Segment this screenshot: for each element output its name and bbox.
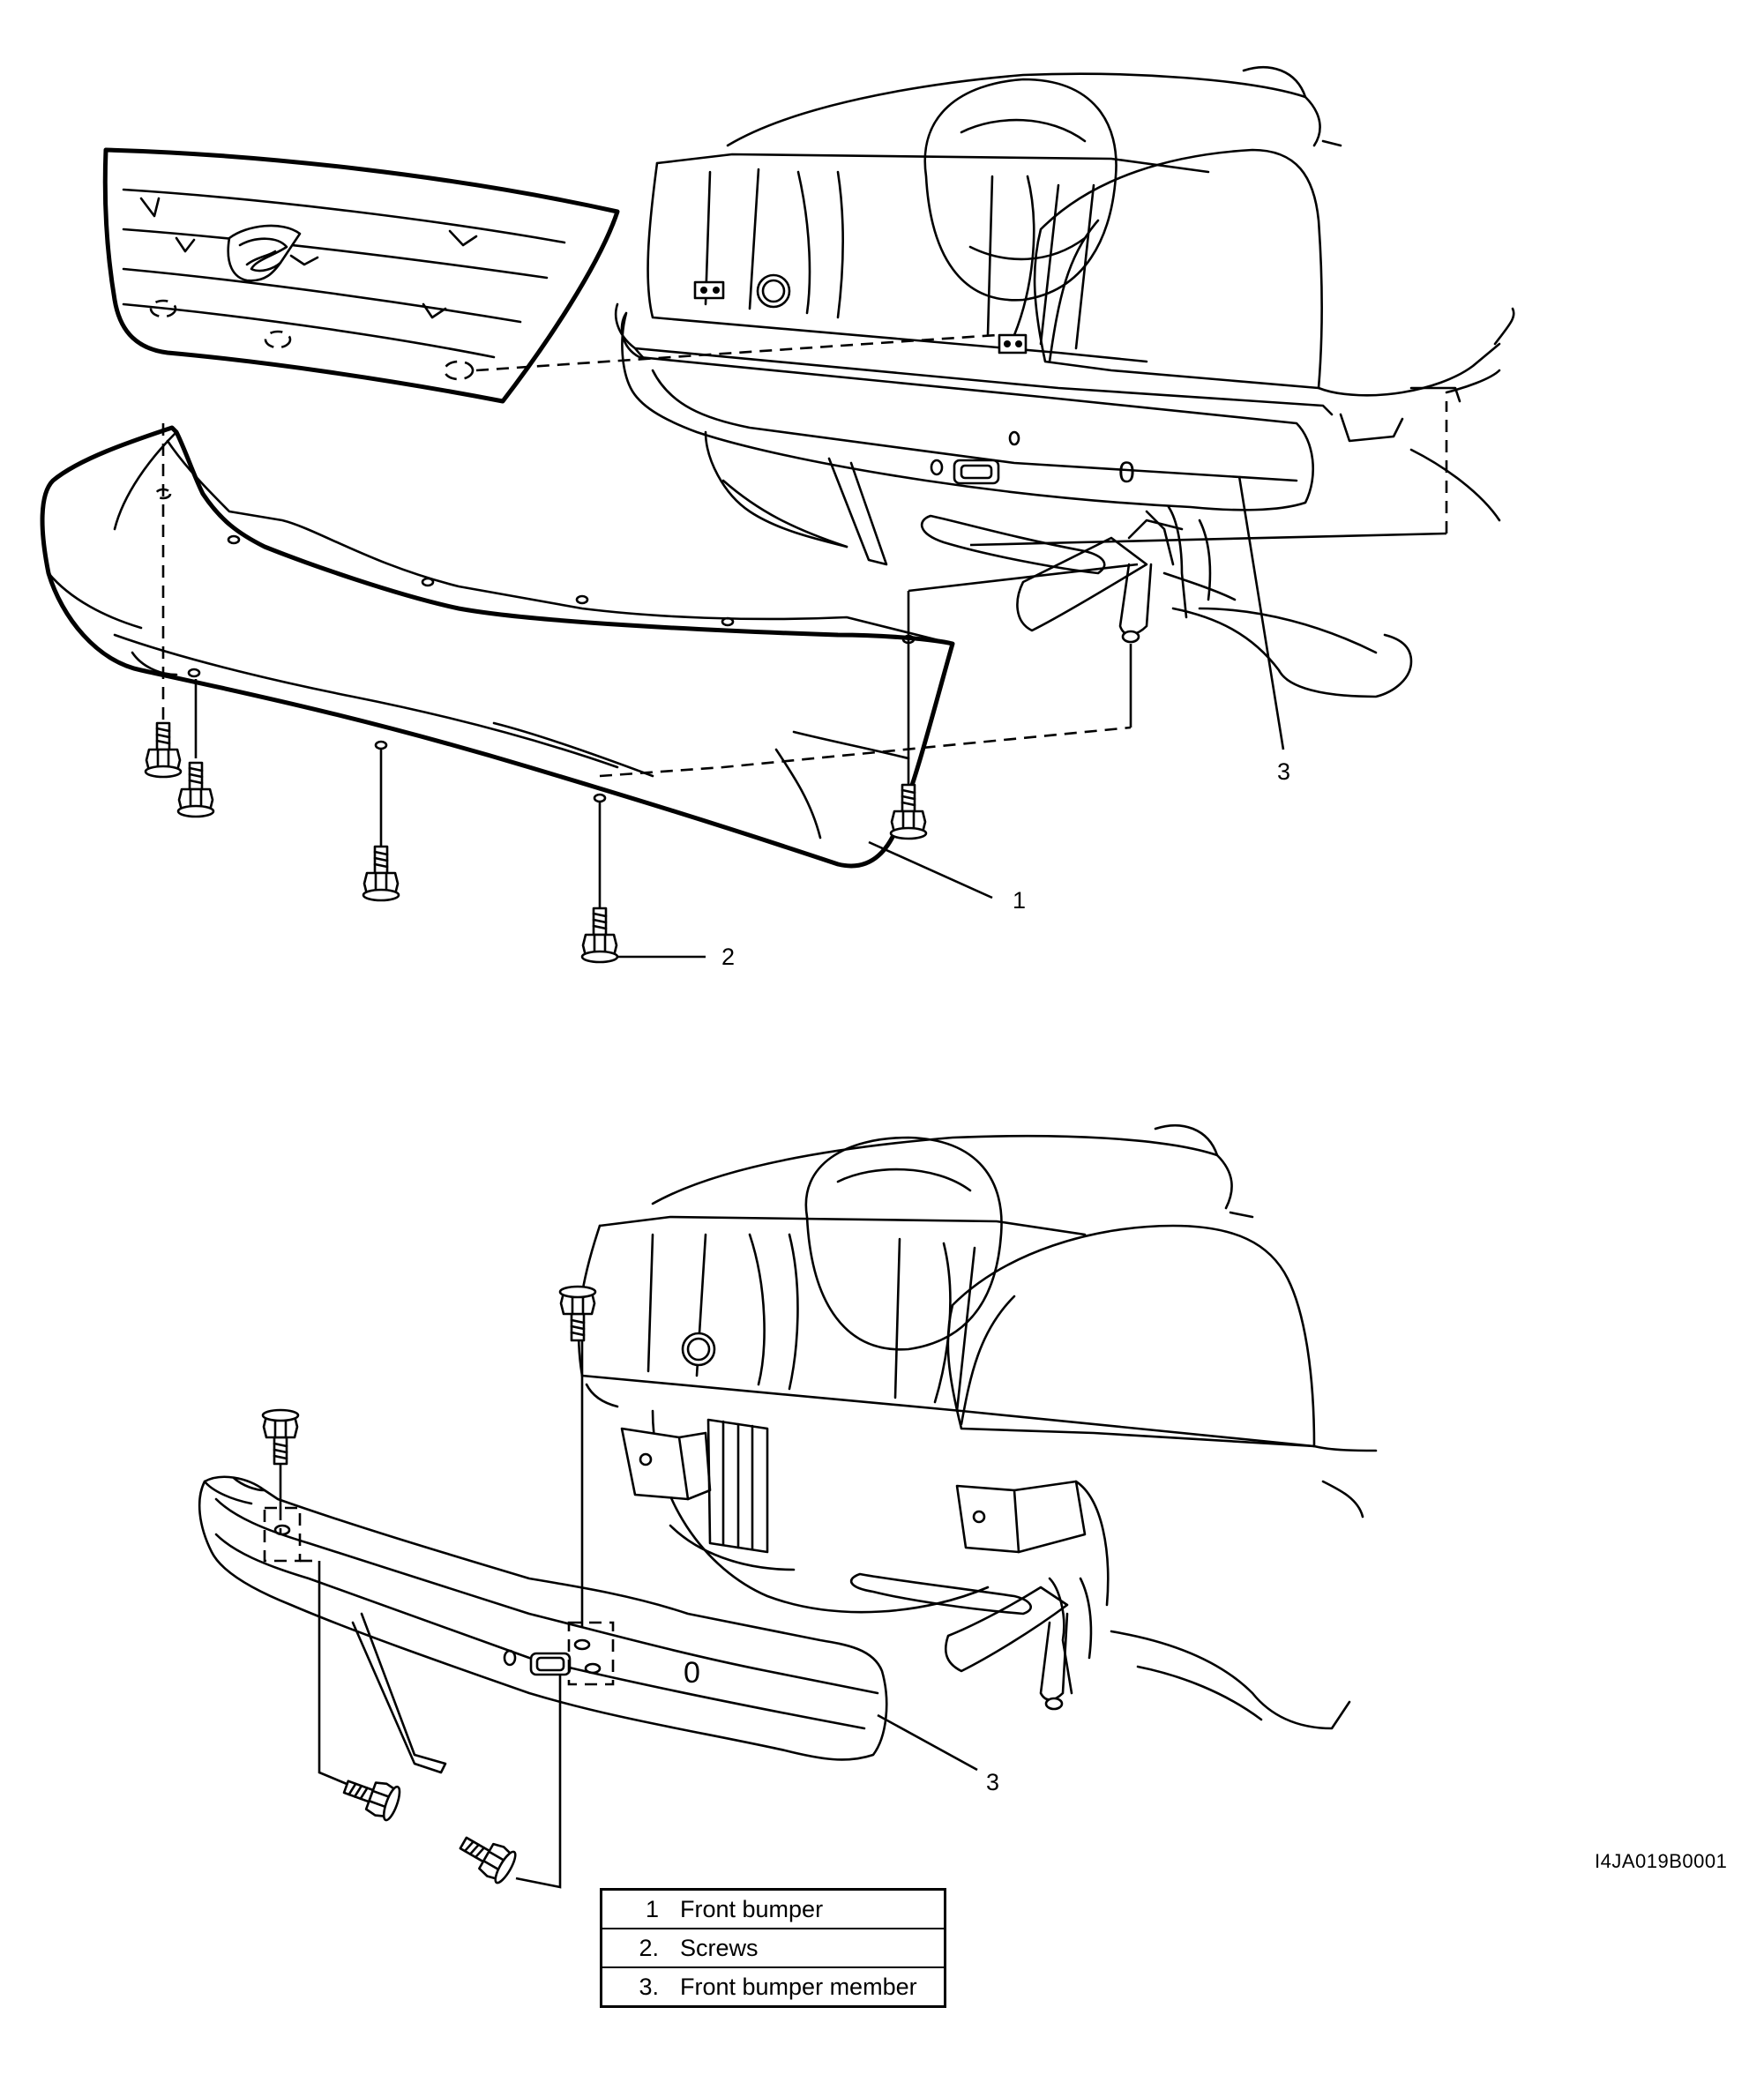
legend-row: 3. Front bumper member [600,1966,946,2008]
top-assembly-lines [161,401,1448,908]
legend-row: 1 Front bumper [600,1888,946,1929]
legend-label: Front bumper [671,1888,946,1929]
callout-member-top: 3 [1277,758,1290,785]
legend-num: 2. [600,1928,671,1968]
screw-icon [261,1408,300,1466]
screw-icon [362,845,400,902]
bottom-member-zero-mark: 0 [684,1656,700,1690]
legend-num: 3. [600,1966,671,2008]
screw-icon [176,761,215,818]
parts-legend: 1 Front bumper 2. Screws 3. Front bumper… [600,1888,946,2008]
legend-label: Front bumper member [671,1966,946,2008]
top-bumper-member: 0 [620,307,1515,698]
top-callouts: 3 1 2 [617,475,1290,970]
top-grille [102,147,998,404]
screw-icon [339,1769,404,1824]
callout-bumper-top: 1 [1013,887,1026,914]
bottom-callouts: 3 [877,1713,999,1795]
callout-screw-top: 2 [721,944,735,970]
top-vehicle-body [614,66,1501,522]
screw-icon [580,907,619,964]
legend-label: Screws [671,1928,946,1968]
screw-icon [144,721,183,779]
screw-icon [558,1285,597,1342]
screw-icon [889,783,928,840]
top-member-zero-mark: 0 [1118,456,1135,489]
bottom-vehicle-body [577,1124,1378,1730]
legend-row: 2. Screws [600,1928,946,1968]
legend-num: 1 [600,1888,671,1929]
figure-code: I4JA019B0001 [1595,1850,1728,1872]
screw-icon [453,1826,520,1887]
bottom-bumper-member: 0 [198,1475,888,1774]
callout-member-bottom: 3 [986,1769,999,1795]
